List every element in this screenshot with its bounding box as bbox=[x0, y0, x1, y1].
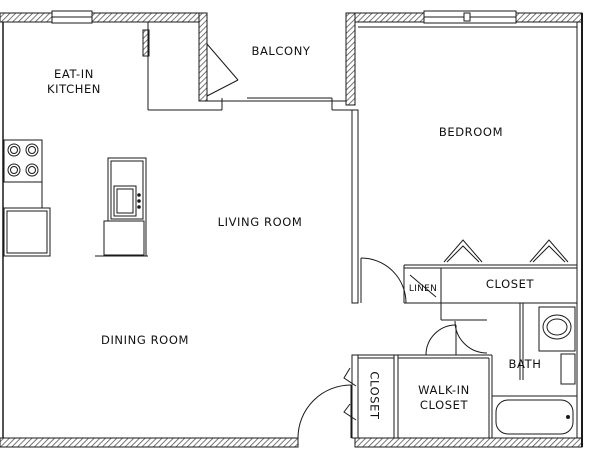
walk-in-label-line-2: CLOSET bbox=[419, 398, 469, 412]
room-label-linen: LINEN bbox=[408, 284, 438, 294]
bath-door bbox=[454, 320, 488, 354]
room-label-living-room: LIVING ROOM bbox=[217, 215, 303, 229]
walk-in-closet-walls bbox=[398, 303, 493, 438]
stove bbox=[3, 139, 43, 183]
kitchen-island bbox=[95, 157, 148, 257]
room-label-hall-closet: CLOSET bbox=[367, 371, 382, 420]
exterior-wall-bottom bbox=[0, 437, 583, 448]
hall-closet-walls bbox=[343, 354, 399, 439]
entry-door bbox=[297, 384, 352, 439]
room-label-bath: BATH bbox=[508, 357, 542, 371]
room-label-bedroom: BEDROOM bbox=[438, 125, 504, 139]
walk-in-closet-door bbox=[425, 324, 457, 356]
kitchen-counter bbox=[3, 140, 51, 257]
balcony-walls bbox=[142, 12, 356, 106]
window-bedroom bbox=[423, 10, 517, 24]
room-label-kitchen: EAT-IN KITCHEN bbox=[30, 67, 118, 97]
room-label-dining-room: DINING ROOM bbox=[100, 333, 190, 347]
balcony-door bbox=[206, 43, 239, 97]
walk-in-label-line-1: WALK-IN bbox=[418, 383, 470, 397]
bedroom-closet-walls bbox=[403, 239, 577, 304]
window-kitchen bbox=[51, 10, 93, 24]
kitchen-label-line-2: KITCHEN bbox=[46, 82, 102, 96]
room-label-bedroom-closet: CLOSET bbox=[485, 277, 535, 291]
exterior-wall-right bbox=[581, 13, 583, 447]
room-label-balcony: BALCONY bbox=[251, 44, 311, 58]
bedroom-wall bbox=[351, 109, 359, 304]
kitchen-label-line-1: EAT-IN bbox=[54, 67, 94, 81]
bedroom-door bbox=[360, 257, 407, 304]
bath-fixtures bbox=[491, 303, 578, 439]
room-label-walk-in-closet: WALK-IN CLOSET bbox=[404, 383, 484, 413]
balcony-lines bbox=[147, 22, 355, 111]
